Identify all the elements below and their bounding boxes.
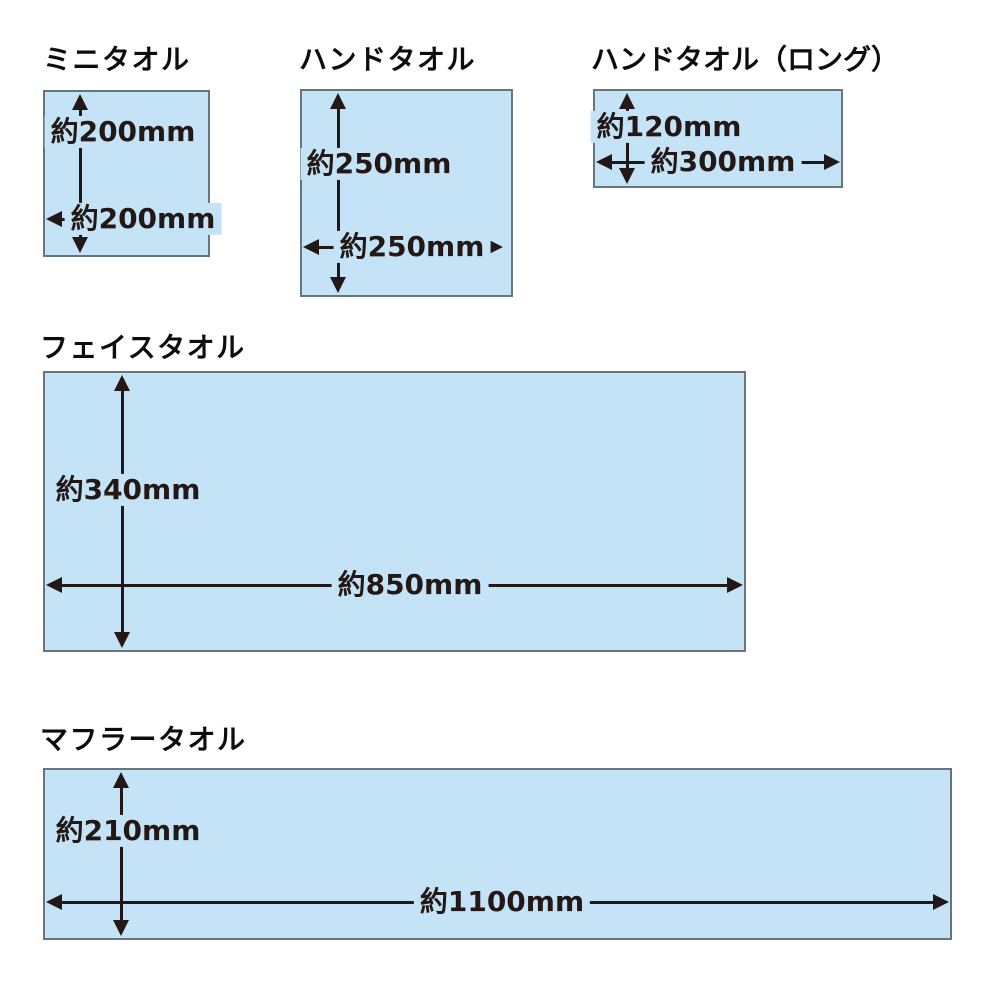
arrow-up-icon (113, 772, 129, 788)
towel-rect-face: 約340mm 約850mm (43, 371, 746, 652)
width-dimension-label: 約300mm (644, 145, 802, 179)
height-dimension-label: 約200mm (44, 115, 202, 149)
towel-rect-muffler: 約210mm 約1100mm (43, 768, 952, 940)
arrow-down-icon (113, 920, 129, 936)
arrow-up-icon (114, 375, 130, 391)
arrow-up-icon (72, 94, 88, 110)
arrow-down-icon (114, 632, 130, 648)
arrow-left-icon (303, 239, 319, 255)
towel-title-muffler: マフラータオル (40, 723, 247, 756)
arrow-left-icon (596, 154, 612, 170)
width-dimension-label: 約1100mm (413, 885, 591, 919)
arrow-left-icon (46, 211, 62, 227)
width-dimension-label: 約250mm (333, 230, 491, 264)
towel-rect-hand-long: 約120mm 約300mm (590, 89, 843, 188)
towel-rect-hand: 約250mm 約250mm (300, 89, 513, 297)
width-dimension-label: 約200mm (64, 202, 222, 236)
arrow-up-icon (330, 93, 346, 109)
height-dimension-label: 約340mm (49, 473, 207, 507)
towel-title-hand-long: ハンドタオル（ロング） (591, 43, 900, 76)
towel-title-face: フェイスタオル (40, 331, 246, 364)
arrow-down-icon (330, 277, 346, 293)
width-dimension-label: 約850mm (331, 568, 489, 602)
towel-title-mini: ミニタオル (43, 43, 191, 76)
arrow-down-icon (619, 168, 635, 184)
towel-title-hand: ハンドタオル (299, 43, 477, 76)
arrow-right-icon (933, 894, 949, 910)
arrow-down-icon (72, 237, 88, 253)
arrow-left-icon (46, 894, 62, 910)
arrow-right-icon (487, 239, 503, 255)
arrow-left-icon (46, 577, 62, 593)
arrow-up-icon (619, 93, 635, 109)
arrow-right-icon (824, 154, 840, 170)
height-dimension-label: 約210mm (49, 814, 207, 848)
height-dimension-label: 約250mm (300, 147, 458, 181)
height-dimension-label: 約120mm (590, 110, 748, 144)
arrow-right-icon (727, 577, 743, 593)
towel-rect-mini: 約200mm 約200mm (43, 90, 222, 257)
